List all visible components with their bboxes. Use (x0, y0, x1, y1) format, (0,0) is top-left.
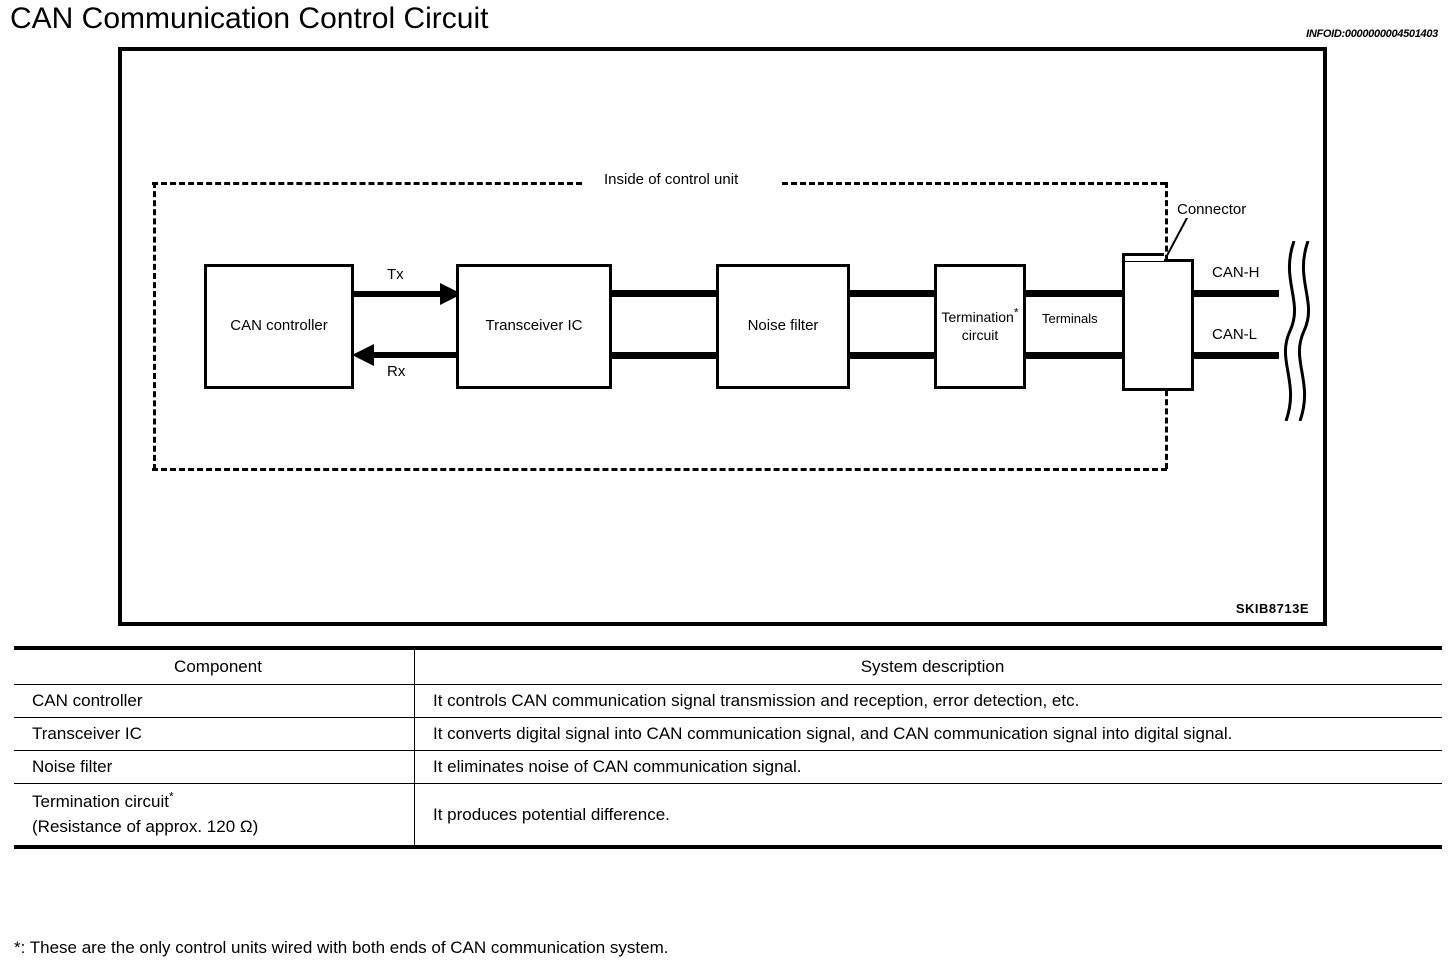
can-h-label: CAN-H (1212, 264, 1260, 281)
table-cell-component: Termination circuit* (Resistance of appr… (14, 783, 415, 850)
wire-break-wavy-lines-icon (1283, 241, 1311, 421)
block-transceiver-ic[interactable]: Transceiver IC (456, 264, 612, 389)
table-cell-component-name: Termination circuit (32, 792, 169, 811)
tx-label: Tx (387, 266, 404, 283)
connector-notch-bottom (1122, 381, 1164, 391)
control-unit-boundary-top-right (782, 182, 1166, 185)
table-cell-description: It controls CAN communication signal tra… (414, 684, 1442, 718)
connector-label: Connector (1177, 201, 1247, 218)
block-termination-circuit-label: Termination* circuit (941, 305, 1019, 343)
control-unit-boundary-right-lower (1165, 381, 1168, 469)
figure-code-label: SKIB8713E (1235, 601, 1309, 616)
bus-line-transceiver-noisefilter-high (609, 290, 719, 297)
block-can-controller[interactable]: CAN controller (204, 264, 354, 389)
table-row: CAN controller It controls CAN communica… (14, 684, 1442, 718)
infoid-label: INFOID:0000000004501403 (1306, 28, 1438, 40)
figure-frame: Inside of control unit Tx Rx CAN control… (118, 47, 1327, 626)
control-unit-boundary-top-left (152, 182, 582, 185)
table-header-description: System description (414, 646, 1442, 685)
block-connector[interactable] (1122, 259, 1194, 391)
rx-label: Rx (387, 363, 406, 380)
bus-line-noisefilter-termination-low (847, 352, 937, 359)
can-l-label: CAN-L (1212, 326, 1258, 343)
table-cell-component-note: (Resistance of approx. 120 Ω) (32, 816, 259, 836)
page-title: CAN Communication Control Circuit (10, 2, 489, 35)
table-cell-component: Noise filter (14, 750, 415, 784)
block-noise-filter[interactable]: Noise filter (716, 264, 850, 389)
table-cell-description: It converts digital signal into CAN comm… (414, 717, 1442, 751)
table-header-component: Component (14, 646, 415, 685)
bus-line-termination-connector-low (1022, 352, 1126, 359)
control-unit-boundary-right-upper (1165, 182, 1168, 288)
rx-arrow-line (374, 352, 464, 358)
table-row: Transceiver IC It converts digital signa… (14, 717, 1442, 751)
block-noise-filter-label: Noise filter (747, 317, 819, 335)
block-termination-circuit[interactable]: Termination* circuit (934, 264, 1026, 389)
terminals-label: Terminals (1042, 311, 1098, 326)
component-description-table: Component System description CAN control… (14, 646, 1442, 850)
bus-line-transceiver-noisefilter-low (609, 352, 719, 359)
table-cell-component: Transceiver IC (14, 717, 415, 751)
termination-footnote-marker: * (1013, 305, 1019, 320)
rx-arrow-head-icon (352, 344, 374, 366)
tx-arrow-line (352, 291, 442, 297)
control-unit-boundary-label: Inside of control unit (596, 171, 747, 188)
bus-line-can-h (1190, 290, 1279, 297)
connector-notch-top (1122, 253, 1164, 261)
table-cell-component-marker: * (169, 789, 174, 804)
control-unit-boundary-bottom (152, 468, 1167, 471)
block-transceiver-ic-label: Transceiver IC (485, 317, 583, 335)
table-cell-description: It produces potential difference. (414, 783, 1442, 850)
table-row: Termination circuit* (Resistance of appr… (14, 783, 1442, 850)
bus-line-can-l (1190, 352, 1279, 359)
control-unit-boundary-left (153, 182, 156, 470)
block-can-controller-label: CAN controller (230, 317, 328, 335)
table-footnote: *: These are the only control units wire… (14, 938, 669, 957)
table-header-row: Component System description (14, 646, 1442, 685)
table-cell-description: It eliminates noise of CAN communication… (414, 750, 1442, 784)
bus-line-noisefilter-termination-high (847, 290, 937, 297)
table-cell-component: CAN controller (14, 684, 415, 718)
table-row: Noise filter It eliminates noise of CAN … (14, 750, 1442, 784)
bus-line-termination-connector-high (1022, 290, 1126, 297)
